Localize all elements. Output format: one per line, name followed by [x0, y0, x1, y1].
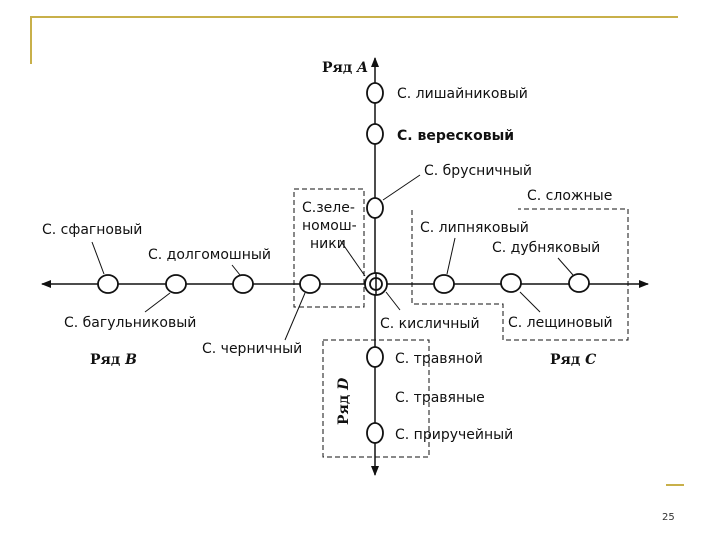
label-green-moss-2: номош-: [302, 218, 357, 234]
leader-hazel: [519, 291, 541, 313]
label-long-moss: С. долгомошный: [148, 247, 271, 263]
node-grass: [366, 346, 384, 368]
label-ledum: С. багульниковый: [64, 315, 196, 331]
label-sphagnum: С. сфагновый: [42, 222, 142, 238]
green-moss-group-box: [293, 188, 365, 308]
leader-oxalis: [385, 291, 401, 311]
node-ledum: [165, 274, 187, 294]
leader-cowberry: [382, 174, 421, 201]
leader-blueberry: [284, 292, 306, 341]
label-green-moss-3: ники: [310, 236, 346, 252]
page-number: 25: [662, 512, 675, 523]
label-grass: С. травяной: [395, 351, 483, 367]
leader-long-moss: [231, 264, 241, 276]
leader-linden: [446, 237, 456, 275]
grassy-group-box: [322, 339, 430, 458]
label-grasses: С. травяные: [395, 390, 485, 406]
label-hazel: С. лещиновый: [508, 315, 613, 331]
leader-ledum: [144, 292, 171, 313]
complex-group-box: [411, 208, 629, 341]
label-lichen: С. лишайниковый: [397, 86, 528, 102]
frame-top-line: [30, 16, 678, 18]
label-linden: С. липняковый: [420, 220, 529, 236]
node-heather: [366, 123, 384, 145]
node-lichen: [366, 82, 384, 104]
frame-left-line: [30, 16, 32, 64]
label-heather: С. вересковый: [397, 128, 514, 144]
label-green-moss-1: С.зеле-: [302, 200, 355, 216]
row-a-title: Ряд A: [322, 60, 368, 76]
label-brook: С. приручейный: [395, 427, 513, 443]
label-blueberry: С. черничный: [202, 341, 302, 357]
leader-oak: [557, 257, 574, 276]
row-d-title: Ряд D: [336, 377, 352, 425]
node-brook: [366, 422, 384, 444]
label-cowberry: С. брусничный: [424, 163, 532, 179]
label-complex: С. сложные: [527, 188, 612, 204]
node-sphagnum: [97, 274, 119, 294]
label-oxalis: С. кисличный: [380, 316, 480, 332]
frame-bottom-accent: [666, 484, 684, 486]
node-hazel: [500, 273, 522, 293]
node-linden: [433, 274, 455, 294]
node-cowberry: [366, 197, 384, 219]
leader-sphagnum: [91, 241, 105, 275]
node-blueberry: [299, 274, 321, 294]
leader-green-moss: [339, 239, 366, 277]
row-c-title: Ряд C: [550, 352, 596, 368]
node-long-moss: [232, 274, 254, 294]
label-oak: С. дубняковый: [492, 240, 600, 256]
row-b-title: Ряд B: [90, 352, 137, 368]
node-oak: [568, 273, 590, 293]
